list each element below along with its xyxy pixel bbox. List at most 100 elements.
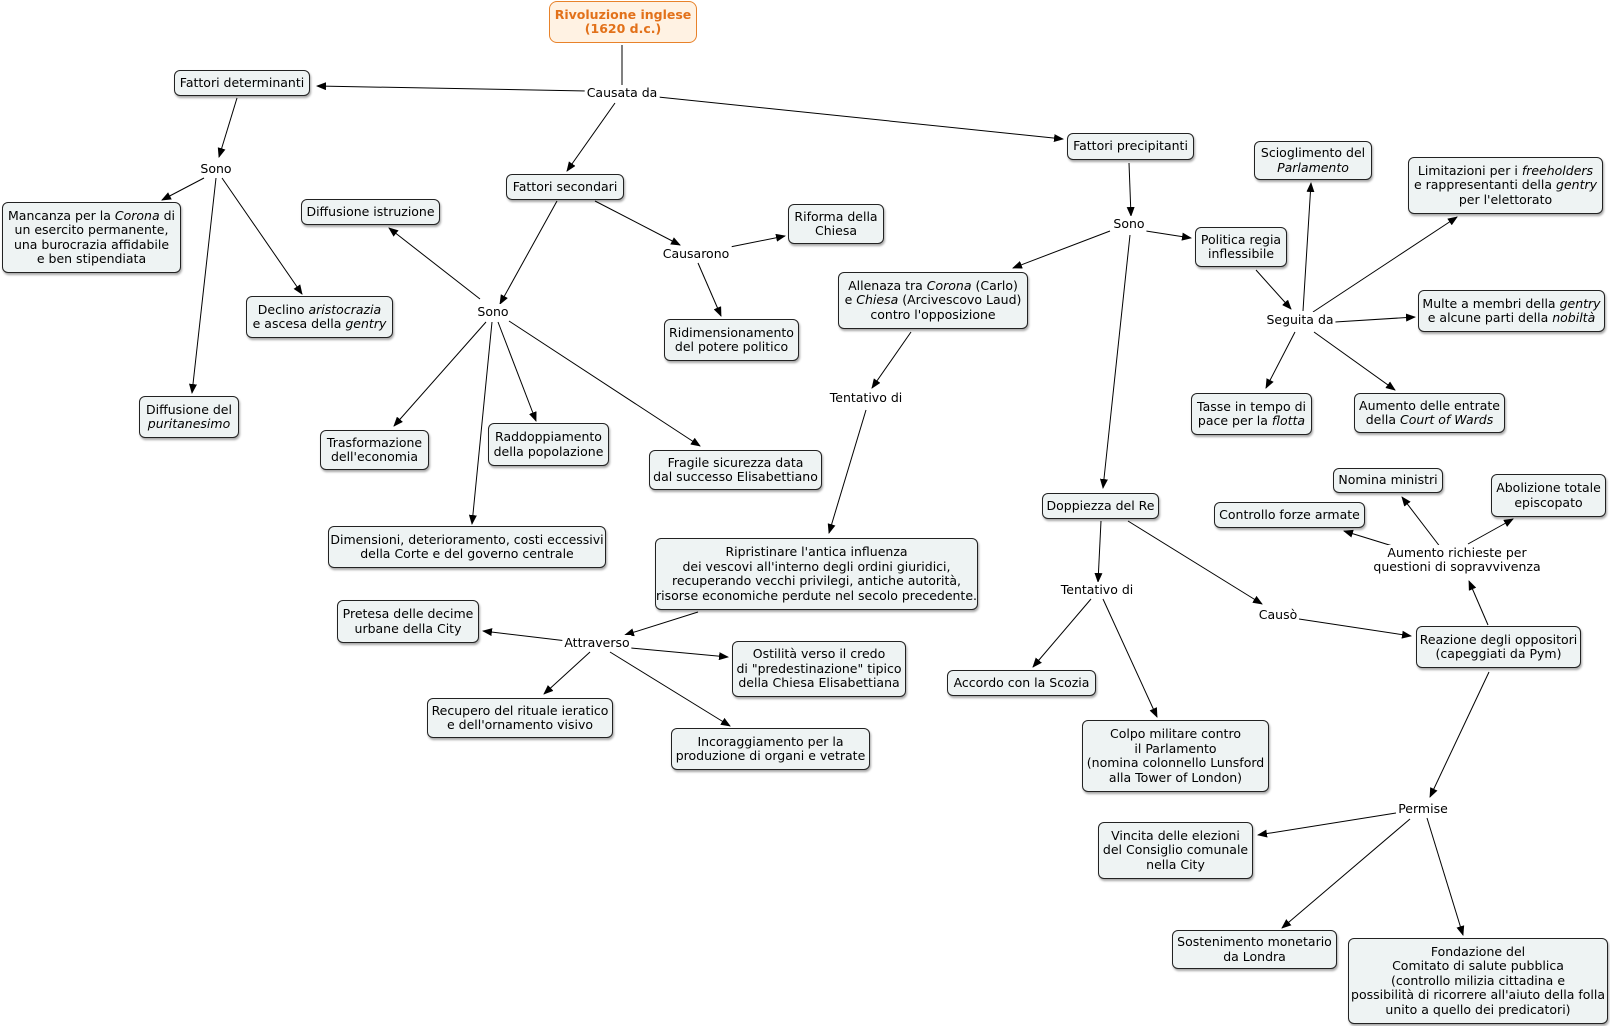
connector-line bbox=[189, 177, 217, 394]
node-text-line: Rivoluzione inglese bbox=[555, 7, 692, 23]
node-text: Fattori determinanti bbox=[179, 74, 305, 91]
node-text-line: Scioglimento del bbox=[1260, 145, 1366, 161]
node-text-line: della popolazione bbox=[494, 444, 604, 460]
connector-line bbox=[221, 177, 303, 295]
connector-line bbox=[1426, 817, 1465, 936]
node-text-line: produzione di organi e vetrate bbox=[676, 748, 866, 764]
node-dimensioni-corte[interactable]: Dimensioni, deterioramento, costi eccess… bbox=[328, 526, 606, 568]
node-text-line: (capeggiati da Pym) bbox=[1420, 646, 1578, 662]
node-fattori-precipitanti[interactable]: Fattori precipitanti bbox=[1067, 133, 1194, 160]
text: Tasse in tempo di bbox=[1197, 398, 1307, 414]
node-text-line: e ascesa della gentry bbox=[253, 316, 387, 332]
connector-line bbox=[1429, 671, 1490, 798]
link-tentativo-di-1: Tentativo di bbox=[827, 390, 905, 406]
text: contro l'opposizione bbox=[870, 306, 996, 322]
connector-line bbox=[1468, 580, 1489, 626]
node-text-line: Ostilità verso il credo bbox=[736, 647, 901, 662]
node-text-line: di "predestinazione" tipico bbox=[736, 661, 901, 677]
node-text-line: Fattori secondari bbox=[513, 179, 618, 195]
text: Diffusione istruzione bbox=[306, 203, 435, 219]
node-doppiezza[interactable]: Doppiezza del Re bbox=[1042, 493, 1159, 519]
node-fattori-secondari[interactable]: Fattori secondari bbox=[506, 174, 624, 200]
node-text-line: Fattori determinanti bbox=[179, 74, 305, 91]
text: Pretesa delle decime bbox=[342, 606, 474, 621]
connector-line bbox=[1127, 520, 1263, 605]
text: Scioglimento del bbox=[1260, 145, 1366, 160]
text: Reazione degli oppositori bbox=[1419, 631, 1578, 647]
node-text-line: Tasse in tempo di bbox=[1197, 398, 1307, 415]
text: il Parlamento bbox=[1134, 740, 1217, 756]
node-text-line: dei vescovi all'interno degli ordini giu… bbox=[656, 559, 977, 575]
node-diffusione-istruzione[interactable]: Diffusione istruzione bbox=[301, 199, 440, 225]
node-text-line: Mancanza per la Corona di bbox=[8, 208, 175, 224]
text: possibilità di ricorrere all'aiuto della… bbox=[1351, 987, 1605, 1003]
text: pace per la bbox=[1197, 413, 1272, 428]
node-text-line: Diffusione istruzione bbox=[306, 203, 435, 220]
connector-line bbox=[1265, 331, 1296, 389]
text: Vincita delle elezioni bbox=[1111, 827, 1240, 843]
node-text-line: una burocrazia affidabile bbox=[8, 237, 175, 253]
text: (controllo milizia cittadina e bbox=[1390, 972, 1566, 988]
node-text-line: Allenaza tra Corona (Carlo) bbox=[845, 277, 1022, 294]
node-text-line: nella City bbox=[1103, 857, 1248, 873]
node-accordo-scozia[interactable]: Accordo con la Scozia bbox=[947, 670, 1096, 696]
node-text-line: Parlamento bbox=[1261, 160, 1365, 176]
connector-line bbox=[1126, 162, 1135, 217]
node-nomina-ministri[interactable]: Nomina ministri bbox=[1333, 468, 1443, 493]
text: Chiesa bbox=[815, 223, 857, 238]
node-text: Dimensioni, deterioramento, costi eccess… bbox=[330, 532, 603, 562]
connector-line bbox=[1255, 269, 1292, 310]
connector-line bbox=[388, 227, 481, 300]
node-text-line: pace per la flotta bbox=[1197, 413, 1306, 429]
node-text-line: episcopato bbox=[1496, 495, 1601, 511]
italic-text: Chiesa bbox=[856, 292, 899, 308]
connector-line bbox=[161, 177, 205, 201]
text: del Consiglio comunale bbox=[1102, 842, 1249, 858]
text: Fattori determinanti bbox=[179, 74, 305, 90]
node-alleanza[interactable]: Allenaza tra Corona (Carlo)e Chiesa (Arc… bbox=[838, 272, 1028, 329]
node-controllo-forze[interactable]: Controllo forze armate bbox=[1214, 502, 1365, 528]
italic-text: Corona bbox=[926, 277, 972, 293]
node-reazione[interactable]: Reazione degli oppositori(capeggiati da … bbox=[1416, 626, 1581, 668]
text: Ripristinare l'antica influenza bbox=[725, 544, 908, 559]
connector-line bbox=[468, 321, 493, 525]
node-text-line: Sostenimento monetario bbox=[1177, 934, 1332, 950]
node-fattori-determinanti[interactable]: Fattori determinanti bbox=[174, 70, 310, 96]
node-root[interactable]: Rivoluzione inglese(1620 d.c.) bbox=[549, 1, 697, 43]
node-text-line: Aumento delle entrate bbox=[1359, 398, 1500, 414]
node-text-line: e ben stipendiata bbox=[8, 251, 175, 267]
